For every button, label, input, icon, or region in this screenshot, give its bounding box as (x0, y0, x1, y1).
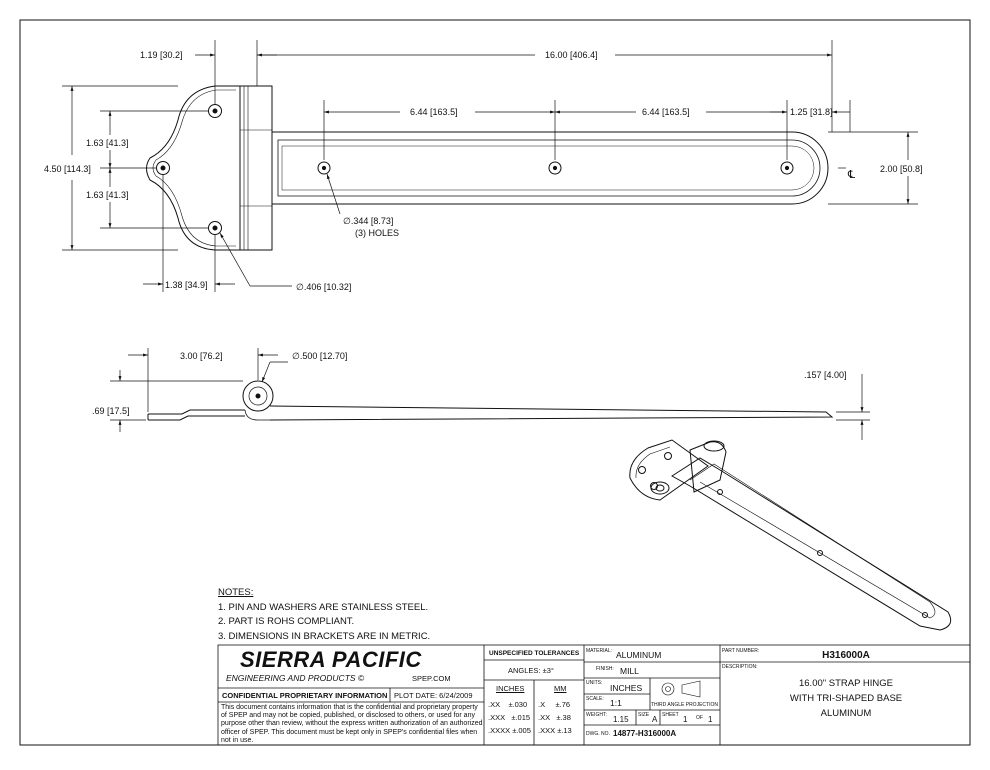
dim-hole-406: ∅.406 [10.32] (296, 282, 351, 292)
base-hole-mid (156, 161, 170, 175)
finish-value: MILL (620, 666, 639, 676)
dim-16-00: 16.00 [406.4] (545, 50, 598, 60)
size-value: A (652, 715, 658, 724)
confidential-text: This document contains information that … (221, 704, 483, 744)
dim-hole-344: ∅.344 [8.73] (343, 216, 393, 226)
third-angle-projection-icon (661, 680, 701, 698)
dim-6-44-right: 6.44 [163.5] (642, 107, 690, 117)
isometric-view (629, 439, 952, 631)
projection-label: THIRD ANGLE PROJECTION (651, 702, 718, 708)
top-view (146, 85, 829, 251)
dim-4-50: 4.50 [114.3] (44, 164, 91, 174)
description-line-1: 16.00" STRAP HINGE (798, 678, 893, 689)
dim-1-25: 1.25 [31.8] (790, 107, 833, 117)
sheet-value: 1 (683, 715, 688, 724)
knuckle-block (239, 85, 273, 251)
scale-label: SCALE: (586, 696, 604, 702)
dim-hole-344-note: (3) HOLES (355, 228, 399, 238)
company-subtitle: ENGINEERING AND PRODUCTS © (226, 673, 365, 683)
weight-value: 1.15 (613, 715, 629, 724)
title-block-frame (217, 644, 971, 746)
description-line-2: WITH TRI-SHAPED BASE (789, 693, 903, 704)
weight-label: WEIGHT: (586, 712, 607, 718)
dim-1-63-bot: 1.63 [41.3] (86, 190, 129, 200)
note-2: 2. PART IS ROHS COMPLIANT. (218, 616, 355, 627)
dim-3-00: 3.00 [76.2] (180, 351, 223, 361)
pin-knuckle (242, 380, 274, 412)
description-line-3: ALUMINUM (820, 708, 872, 719)
dwg-label: DWG. NO. (586, 731, 610, 737)
dim-157: .157 [4.00] (804, 370, 847, 380)
strap-hole-1 (317, 161, 331, 175)
plot-date: PLOT DATE: 6/24/2009 (394, 691, 473, 700)
size-label: SIZE (638, 712, 650, 718)
sheet-label: SHEET (662, 712, 679, 718)
of-label: OF (696, 715, 703, 721)
side-view-dim-text: 3.00 [76.2] ∅.500 [12.70] .69 [17.5] .15… (92, 351, 847, 416)
tolerance-title: UNSPECIFIED TOLERANCES (489, 650, 580, 657)
units-value: INCHES (610, 683, 643, 693)
tolerance-inches-col: .XX ±.030 .XXX ±.015 .XXXX ±.005 (488, 700, 531, 735)
company-logo: SIERRA PACIFIC (240, 647, 422, 672)
tolerance-mm-head: MM (554, 684, 567, 693)
confidential-label: CONFIDENTIAL PROPRIETARY INFORMATION (222, 691, 388, 700)
note-1: 1. PIN AND WASHERS ARE STAINLESS STEEL. (218, 601, 429, 613)
part-number: H316000A (822, 650, 870, 661)
note-3: 3. DIMENSIONS IN BRACKETS ARE IN METRIC. (218, 630, 431, 642)
notes-block: NOTES: 1. PIN AND WASHERS ARE STAINLESS … (218, 586, 430, 644)
top-view-dim-text: 1.19 [30.2] 16.00 [406.4] 6.44 [163.5] 6… (44, 50, 923, 292)
tri-base-leaf (146, 85, 241, 251)
sheet-total: 1 (708, 715, 713, 724)
description-label: DESCRIPTION: (722, 664, 758, 670)
strap-hole-3 (780, 161, 794, 175)
finish-label: FINISH: (596, 666, 614, 672)
material-value: ALUMINUM (616, 650, 662, 660)
side-view (147, 380, 834, 421)
base-hole-top (208, 104, 222, 118)
tolerance-mm-col: .X ±.76 .XX ±.38 .XXX ±.13 (538, 700, 572, 735)
scale-value: 1:1 (610, 698, 622, 708)
centerline-symbol: ℄ (847, 169, 855, 181)
tolerance-inches-head: INCHES (496, 684, 525, 693)
tolerance-angles: ANGLES: ±3° (508, 666, 554, 675)
sheet-border (19, 19, 971, 746)
part-number-label: PART NUMBER: (722, 648, 760, 654)
base-hole-bot (208, 221, 222, 235)
top-view-dimensions (62, 40, 918, 292)
dim-6-44-left: 6.44 [163.5] (410, 107, 458, 117)
dwg-number: 14877-H316000A (613, 729, 677, 738)
material-label: MATERIAL: (586, 648, 613, 654)
description: 16.00" STRAP HINGE WITH TRI-SHAPED BASE … (722, 676, 970, 721)
dim-69: .69 [17.5] (92, 406, 130, 416)
strap-hole-2 (548, 161, 562, 175)
dim-2-00: 2.00 [50.8] (880, 164, 923, 174)
dim-1-63-top: 1.63 [41.3] (86, 138, 129, 148)
dim-1-38: 1.38 [34.9] (165, 280, 208, 290)
dim-1-19: 1.19 [30.2] (140, 50, 183, 60)
dim-pin-dia: ∅.500 [12.70] (292, 351, 347, 361)
company-website: SPEP.COM (412, 674, 451, 683)
strap-outline (272, 131, 829, 205)
notes-title: NOTES: (218, 587, 254, 598)
side-view-dimensions (110, 348, 870, 440)
units-label: UNITS: (586, 680, 603, 686)
